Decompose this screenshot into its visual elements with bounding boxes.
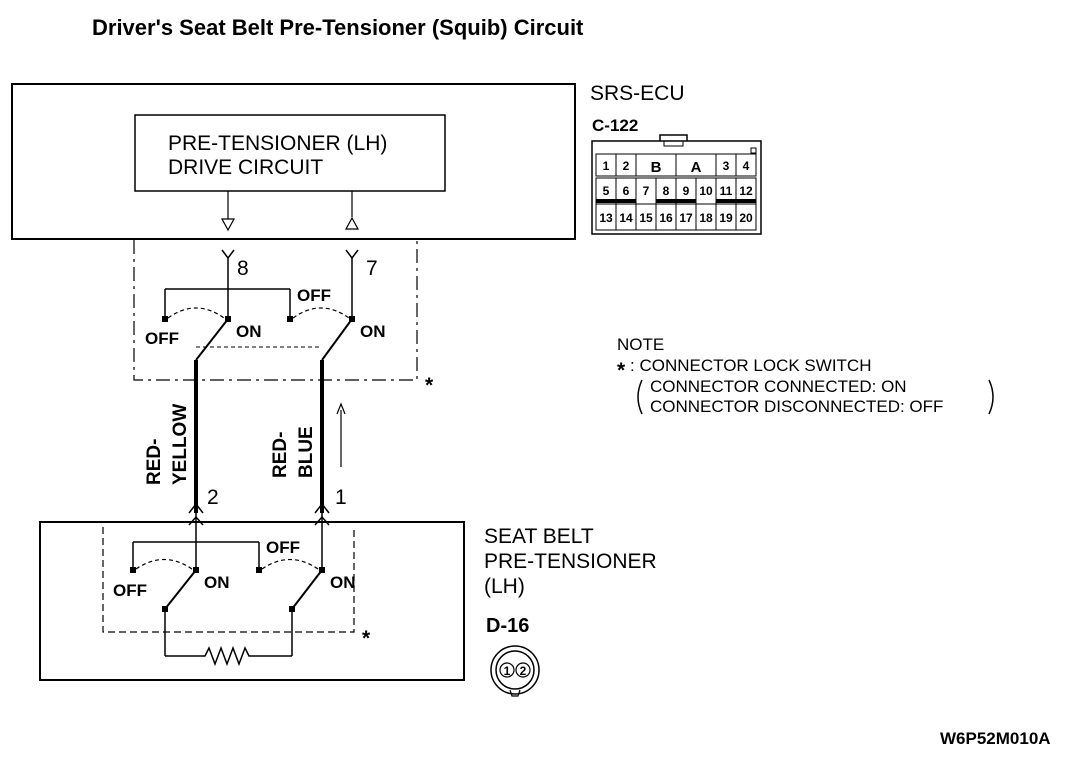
ecu-pin-8: 8 <box>237 257 249 280</box>
terminal-1-icon <box>314 502 330 514</box>
note-line-1: : CONNECTOR LOCK SWITCH <box>630 356 871 375</box>
connector-latch-icon <box>659 134 688 141</box>
ecu-pin-7: 7 <box>366 257 378 280</box>
c122-pin-15: 15 <box>639 211 653 225</box>
c122-pin-2: 2 <box>623 159 630 173</box>
note-heading: NOTE <box>617 335 664 354</box>
figure-code: W6P52M010A <box>940 729 1051 748</box>
terminal-7-icon <box>345 249 359 260</box>
srs-ecu-block: PRE-TENSIONER (LH) DRIVE CIRCUIT <box>11 83 576 240</box>
note-block: NOTE * : CONNECTOR LOCK SWITCH CONNECTOR… <box>617 335 994 416</box>
pt-lock-asterisk: * <box>362 627 371 650</box>
c122-pin-7: 7 <box>643 184 650 198</box>
c122-pin-18: 18 <box>699 211 713 225</box>
c122-pin-14: 14 <box>619 211 633 225</box>
c122-pin-16: 16 <box>659 211 673 225</box>
ecu-connector-dashed-outline <box>133 240 418 381</box>
d16-connector-face: 1 2 <box>490 645 540 697</box>
c122-pin-8: 8 <box>663 184 670 198</box>
pt-switch-off-right: OFF <box>266 538 300 557</box>
pretensioner-name-2: PRE-TENSIONER <box>484 550 657 573</box>
wire-1-pin: 2 <box>207 486 219 509</box>
connector-key-icon <box>509 689 521 697</box>
output-arrow-icon <box>220 218 236 232</box>
terminal-8-icon <box>221 249 235 260</box>
c122-connector-face: 1 2 B A 3 4 5 6 7 8 9 10 11 12 13 14 15 … <box>591 134 762 235</box>
drive-circuit-label-1: PRE-TENSIONER (LH) <box>168 132 387 155</box>
ecu-connector-code: C-122 <box>592 116 638 135</box>
drive-circuit-box <box>134 114 446 192</box>
pretensioner-dashed-outline <box>102 527 355 633</box>
drive-circuit-label-2: DRIVE CIRCUIT <box>168 156 323 179</box>
ecu-lock-asterisk: * <box>425 374 434 397</box>
note-star: * <box>617 359 626 382</box>
harness-wires: RED- YELLOW RED- BLUE 2 1 <box>144 360 347 514</box>
ecu-name: SRS-ECU <box>590 82 685 105</box>
ecu-switch-off-left: OFF <box>145 329 179 348</box>
wire-2-color-line1: RED- <box>270 432 291 478</box>
wire-2-pin: 1 <box>335 486 347 509</box>
c122-pin-3: 3 <box>723 159 730 173</box>
c122-pin-12: 12 <box>739 184 753 198</box>
c122-pin-9: 9 <box>683 184 690 198</box>
pretensioner-connector-code: D-16 <box>486 615 529 637</box>
c122-pin-11: 11 <box>720 184 733 198</box>
c122-pin-6: 6 <box>623 184 630 198</box>
c122-pin-a: A <box>691 159 702 176</box>
ecu-connector-lock-switch: 8 7 OFF ON OFF ON * <box>133 240 434 397</box>
c122-pin-17: 17 <box>679 211 693 225</box>
input-arrow-icon <box>344 216 360 230</box>
pt-switch-on-right: ON <box>330 573 356 592</box>
wire-1-color-line2: YELLOW <box>170 404 191 485</box>
c122-pin-b: B <box>651 159 662 176</box>
note-line-3: CONNECTOR DISCONNECTED: OFF <box>650 397 943 416</box>
pretensioner-name-3: (LH) <box>484 575 525 598</box>
c122-pin-13: 13 <box>599 211 613 225</box>
c122-pin-5: 5 <box>603 184 610 198</box>
ecu-switch-on-left: ON <box>236 322 262 341</box>
c122-pin-10: 10 <box>699 184 713 198</box>
d16-pin-1: 1 <box>504 664 511 678</box>
terminal-2-icon <box>188 502 204 514</box>
d16-pin-2: 2 <box>520 664 527 678</box>
c122-pin-20: 20 <box>739 211 753 225</box>
pretensioner-block: OFF ON OFF ON * <box>39 513 465 681</box>
c122-pin-4: 4 <box>743 159 750 173</box>
ecu-outline <box>11 83 576 240</box>
c122-pin-19: 19 <box>719 211 733 225</box>
pt-switch-on-left: ON <box>204 573 230 592</box>
c122-pin-1: 1 <box>603 159 610 173</box>
note-line-2: CONNECTOR CONNECTED: ON <box>650 377 907 396</box>
ecu-switch-off-right: OFF <box>297 286 331 305</box>
pretensioner-name-1: SEAT BELT <box>484 525 594 548</box>
ecu-switch-on-right: ON <box>360 322 386 341</box>
pt-switch-off-left: OFF <box>113 581 147 600</box>
wire-2-color-line2: BLUE <box>296 426 317 478</box>
note-left-paren <box>637 379 643 415</box>
diagram-title: Driver's Seat Belt Pre-Tensioner (Squib)… <box>92 15 584 40</box>
note-right-paren <box>988 379 994 415</box>
wire-1-color-line1: RED- <box>144 439 165 485</box>
pretensioner-outline <box>39 521 465 681</box>
squib-resistor-icon <box>165 645 292 667</box>
